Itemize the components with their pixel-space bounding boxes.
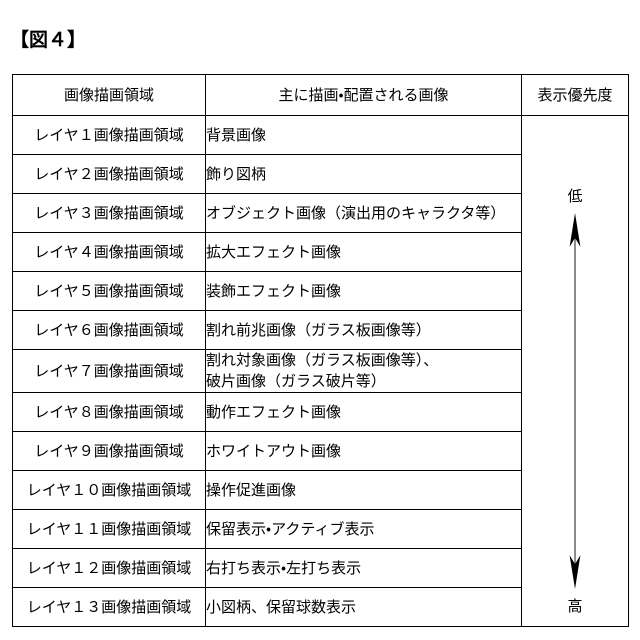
column-header-description: 主に描画・配置される画像	[205, 74, 522, 116]
layer-area-cell: レイヤ４画像描画領域	[12, 232, 206, 272]
table-row: レイヤ１１画像描画領域保留表示・アクティブ表示	[12, 509, 629, 549]
layer-description-line: 操作促進画像	[206, 481, 297, 499]
column-header-area: 画像描画領域	[12, 74, 206, 116]
layer-description-cell: ホワイトアウト画像	[205, 431, 522, 471]
layer-description-cell: 割れ対象画像（ガラス板画像等）、破片画像（ガラス破片等）	[205, 349, 522, 393]
priority-label-high: 高	[567, 597, 583, 615]
layer-area-cell: レイヤ５画像描画領域	[12, 271, 206, 311]
priority-double-arrow-icon	[564, 213, 586, 589]
layer-area-cell: レイヤ７画像描画領域	[12, 349, 206, 393]
table-row: レイヤ７画像描画領域割れ対象画像（ガラス板画像等）、破片画像（ガラス破片等）	[12, 349, 629, 393]
layer-description-line: 拡大エフェクト画像	[206, 243, 342, 261]
layer-description-cell: 保留表示・アクティブ表示	[205, 509, 522, 549]
layer-area-cell: レイヤ９画像描画領域	[12, 431, 206, 471]
layer-description-line: オブジェクト画像（演出用のキャラクタ等）	[206, 204, 506, 222]
table-row: レイヤ１３画像描画領域小図柄、保留球数表示	[12, 587, 629, 627]
table-row: レイヤ４画像描画領域拡大エフェクト画像	[12, 232, 629, 272]
table-row: レイヤ２画像描画領域飾り図柄	[12, 154, 629, 194]
layer-area-cell: レイヤ６画像描画領域	[12, 310, 206, 350]
table-row: レイヤ５画像描画領域装飾エフェクト画像	[12, 271, 629, 311]
layer-description-cell: 装飾エフェクト画像	[205, 271, 522, 311]
table-row: レイヤ３画像描画領域オブジェクト画像（演出用のキャラクタ等）	[12, 193, 629, 233]
layer-description-line: 小図柄、保留球数表示	[206, 598, 357, 616]
layer-drawing-area-table: 画像描画領域 主に描画・配置される画像 表示優先度 レイヤ１画像描画領域背景画像…	[12, 74, 629, 627]
layer-description-cell: 拡大エフェクト画像	[205, 232, 522, 272]
table-row: レイヤ８画像描画領域動作エフェクト画像	[12, 392, 629, 432]
layer-area-cell: レイヤ１３画像描画領域	[12, 587, 206, 627]
layer-description-cell: 右打ち表示・左打ち表示	[205, 548, 522, 588]
priority-gauge: 低高	[522, 116, 628, 626]
layer-description-line: 背景画像	[206, 126, 267, 144]
layer-description-line: 保留表示・アクティブ表示	[206, 520, 375, 538]
layer-description-cell: 割れ前兆画像（ガラス板画像等）	[205, 310, 522, 350]
layer-description-cell: オブジェクト画像（演出用のキャラクタ等）	[205, 193, 522, 233]
layer-description-line: 飾り図柄	[206, 165, 267, 183]
priority-scale-cell: 低高	[521, 115, 629, 627]
layer-area-cell: レイヤ１１画像描画領域	[12, 509, 206, 549]
layer-description-line: 割れ対象画像（ガラス板画像等）、	[206, 351, 439, 369]
layer-area-cell: レイヤ８画像描画領域	[12, 392, 206, 432]
layer-area-cell: レイヤ３画像描画領域	[12, 193, 206, 233]
table-row: レイヤ６画像描画領域割れ前兆画像（ガラス板画像等）	[12, 310, 629, 350]
layer-area-cell: レイヤ１２画像描画領域	[12, 548, 206, 588]
table-header-row: 画像描画領域 主に描画・配置される画像 表示優先度	[12, 74, 629, 116]
layer-area-cell: レイヤ１０画像描画領域	[12, 470, 206, 510]
layer-description-line: 右打ち表示・左打ち表示	[206, 559, 362, 577]
layer-description-cell: 背景画像	[205, 115, 522, 155]
layer-description-line: ホワイトアウト画像	[206, 442, 342, 460]
layer-description-line: 割れ前兆画像（ガラス板画像等）	[206, 321, 431, 339]
priority-label-low: 低	[567, 187, 583, 205]
layer-description-cell: 動作エフェクト画像	[205, 392, 522, 432]
layer-area-cell: レイヤ１画像描画領域	[12, 115, 206, 155]
layer-description-line: 装飾エフェクト画像	[206, 282, 342, 300]
layer-description-line: 動作エフェクト画像	[206, 403, 342, 421]
layer-description-cell: 操作促進画像	[205, 470, 522, 510]
figure-title: 【図４】	[10, 29, 87, 51]
layer-description-cell: 小図柄、保留球数表示	[205, 587, 522, 627]
layer-description-line: 破片画像（ガラス破片等）	[206, 372, 386, 390]
table-body: レイヤ１画像描画領域背景画像低高レイヤ２画像描画領域飾り図柄レイヤ３画像描画領域…	[12, 115, 629, 627]
layer-description-cell: 飾り図柄	[205, 154, 522, 194]
table-row: レイヤ１画像描画領域背景画像低高	[12, 115, 629, 627]
column-header-priority: 表示優先度	[521, 74, 629, 116]
layer-area-cell: レイヤ２画像描画領域	[12, 154, 206, 194]
